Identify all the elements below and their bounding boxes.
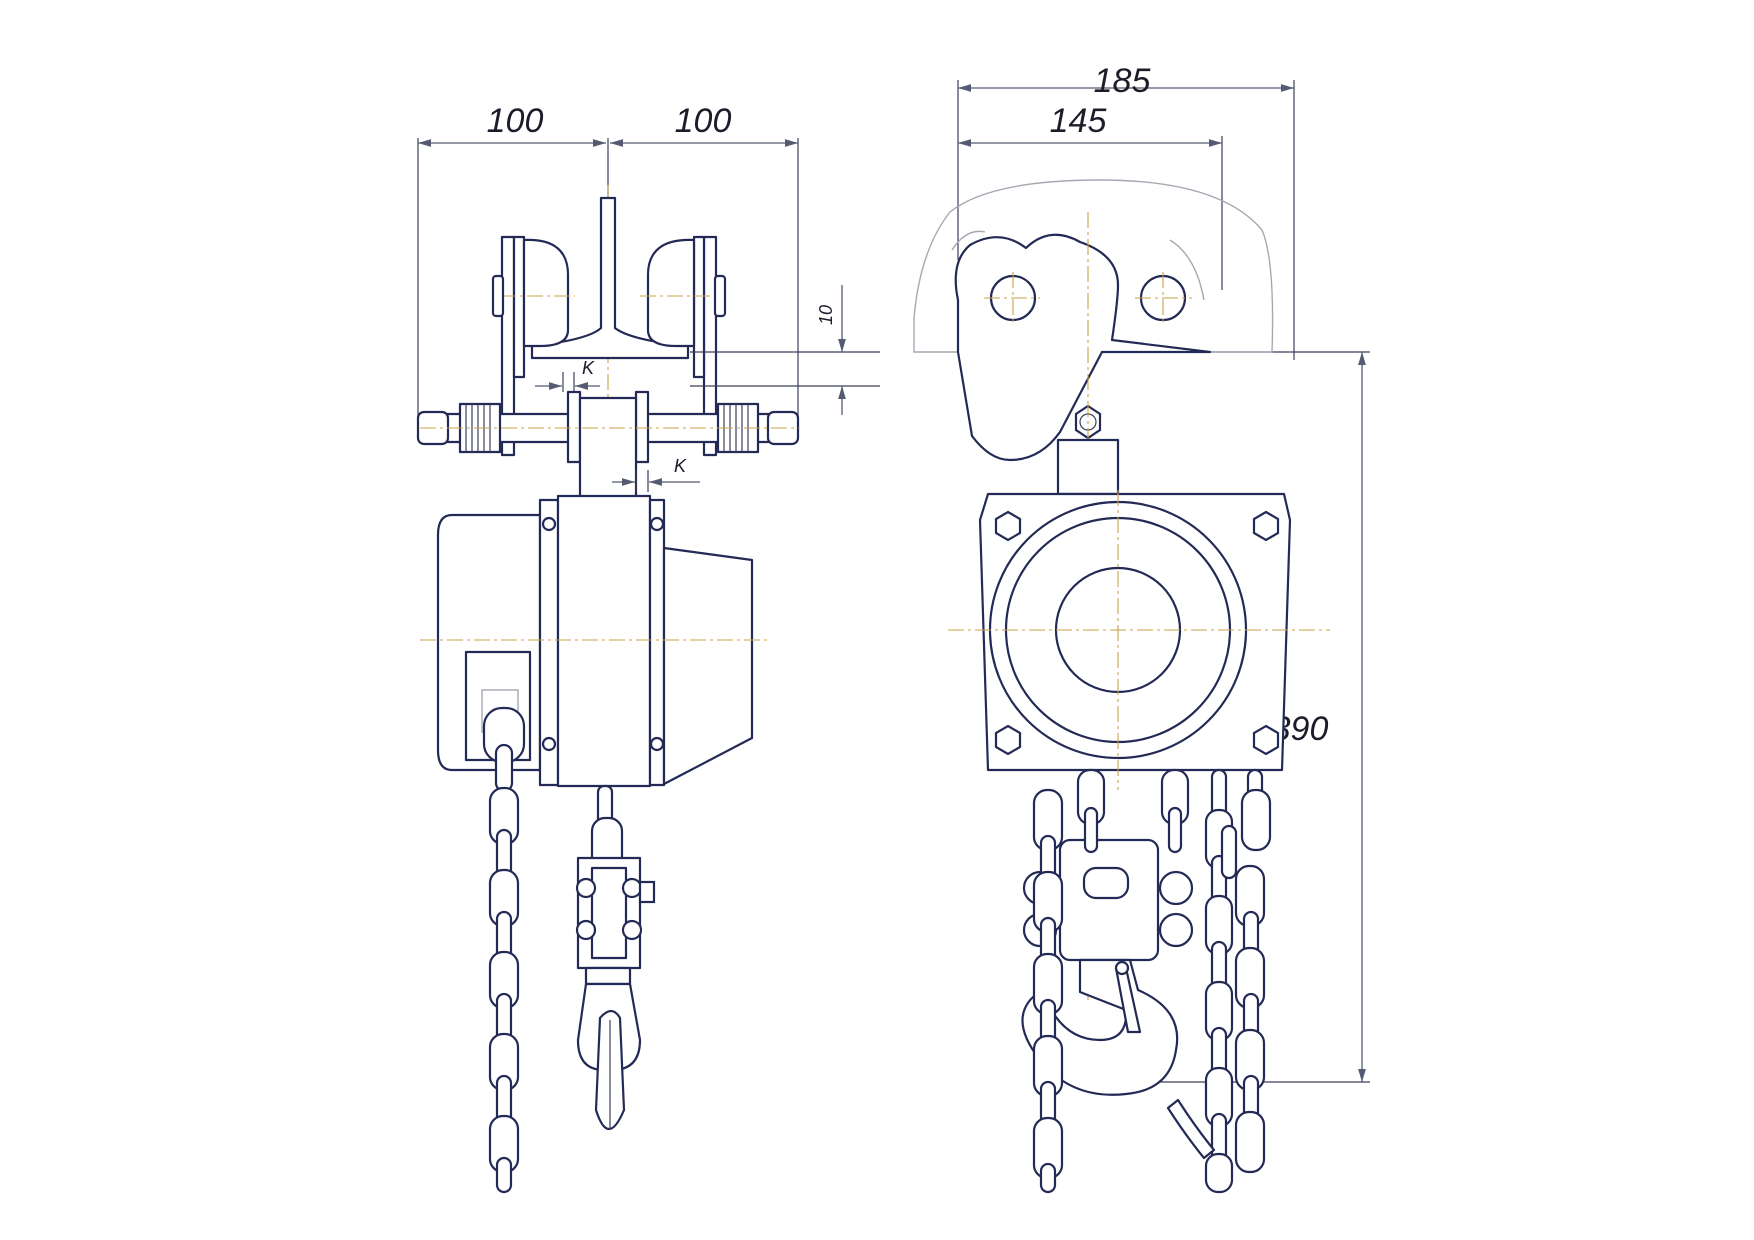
trolley-plate-front	[951, 230, 1212, 462]
dimension-side-width: 100 100	[417, 102, 799, 420]
dim-label-10: 10	[816, 305, 836, 325]
dimension-front-width: 185 145	[957, 62, 1295, 360]
connector-neck	[1056, 438, 1120, 496]
dim-label-k-top: K	[582, 358, 595, 378]
hand-chain-front-right	[1166, 768, 1272, 1194]
load-chain-front	[1076, 768, 1190, 854]
dim-label-right-100: 100	[675, 102, 732, 140]
i-beam	[530, 196, 690, 360]
dimension-k-bottom: K	[612, 456, 700, 492]
cross-shaft	[416, 390, 800, 500]
dim-label-145: 145	[1050, 102, 1107, 140]
hoist-body-side	[420, 494, 770, 788]
hoist-body-front	[948, 490, 1330, 790]
side-view: 100 100 10	[416, 102, 880, 1194]
hand-chain-side	[482, 706, 526, 1194]
load-chain-side	[575, 784, 656, 1131]
hand-chain-front-left	[1032, 788, 1064, 1194]
dim-label-left-100: 100	[487, 102, 544, 140]
trolley-plates	[491, 235, 727, 457]
dim-label-k-bottom: K	[674, 456, 687, 476]
dim-label-185: 185	[1094, 62, 1151, 100]
trolley-envelope-outline	[913, 179, 1274, 353]
dimension-beam-gap: 10	[690, 285, 880, 415]
dimension-k-top: K	[535, 358, 600, 392]
front-view: 185 145 390	[913, 62, 1370, 1194]
